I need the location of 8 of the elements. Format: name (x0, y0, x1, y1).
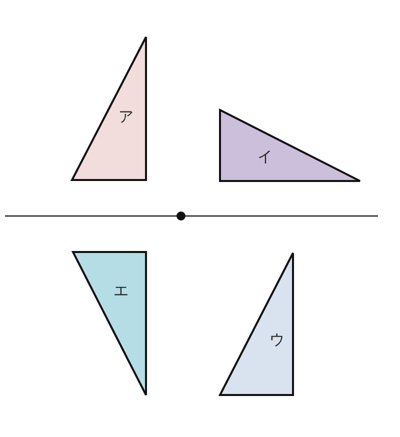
shape-label: イ (258, 150, 272, 164)
shape-label: ウ (270, 332, 284, 348)
triangle (220, 110, 360, 181)
shape-label: ア (118, 110, 134, 124)
triangle (73, 252, 146, 395)
triangle (72, 37, 146, 180)
triangle (220, 253, 293, 395)
shape-label: エ (114, 284, 128, 298)
